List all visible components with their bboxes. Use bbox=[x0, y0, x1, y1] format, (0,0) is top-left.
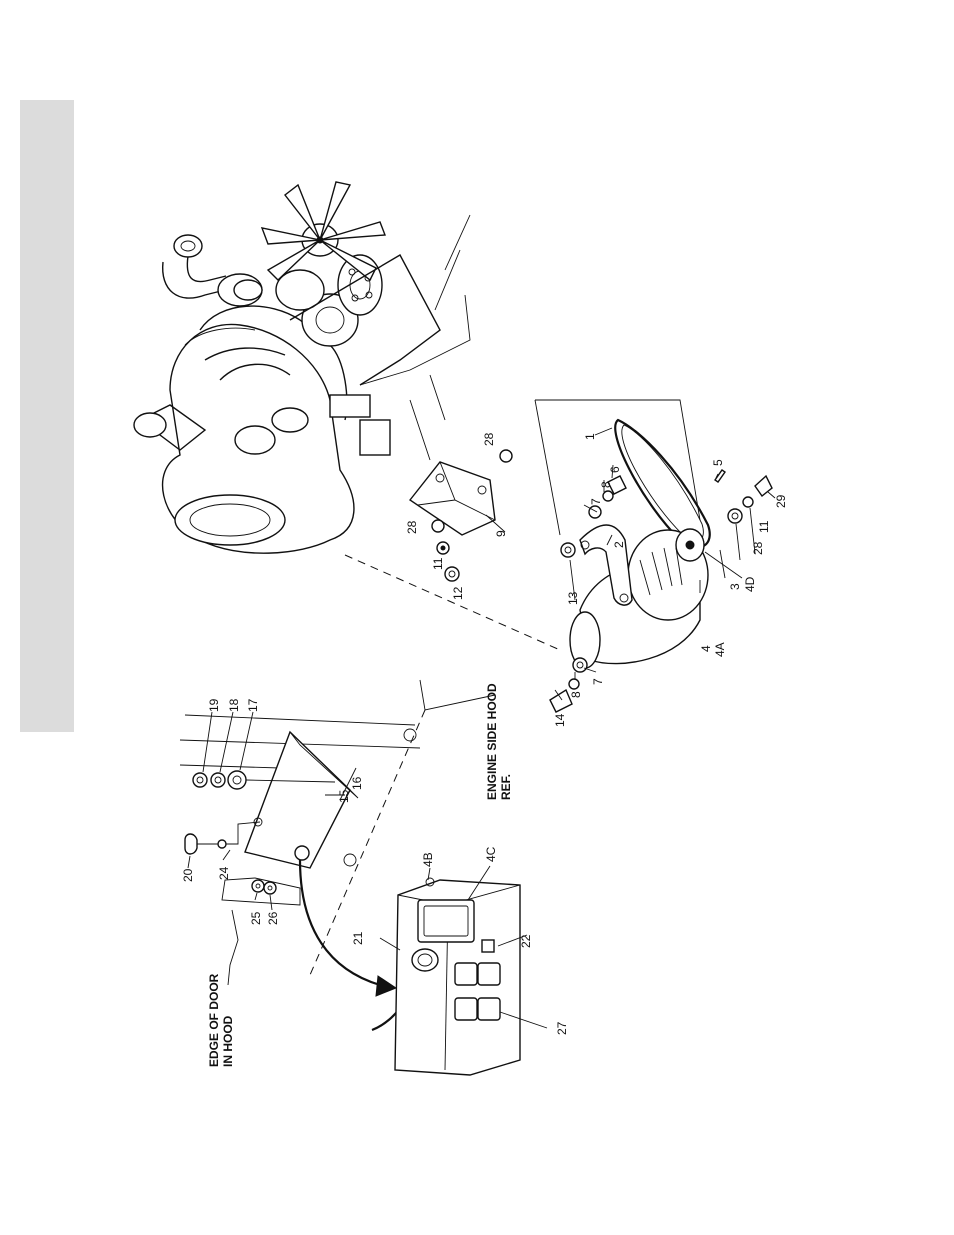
callout-11a: 11 bbox=[431, 557, 445, 570]
callout-22: 22 bbox=[519, 934, 533, 948]
callout-18: 18 bbox=[227, 698, 241, 712]
callout-4b: 4B bbox=[421, 852, 435, 867]
note-edge-door-line2: IN HOOD bbox=[221, 1015, 235, 1067]
callout-13: 13 bbox=[566, 591, 580, 605]
callout-4d: 4D bbox=[743, 576, 757, 592]
callout-21: 21 bbox=[351, 931, 365, 945]
callout-19: 19 bbox=[207, 698, 221, 712]
callout-25: 25 bbox=[249, 911, 263, 925]
note-edge-door-line1: EDGE OF DOOR bbox=[207, 973, 221, 1067]
callout-5: 5 bbox=[711, 459, 725, 466]
callout-7b: 7 bbox=[591, 678, 605, 685]
mounting-bracket-9 bbox=[410, 462, 495, 535]
note-engine-side-line1: ENGINE SIDE HOOD bbox=[485, 683, 499, 800]
callout-4c: 4C bbox=[484, 846, 498, 862]
callout-3: 3 bbox=[728, 583, 742, 590]
callout-14: 14 bbox=[553, 713, 567, 727]
belt-1 bbox=[615, 420, 710, 547]
callout-4a: 4A bbox=[713, 642, 727, 657]
callout-7a: 7 bbox=[589, 498, 603, 505]
callout-27: 27 bbox=[555, 1021, 569, 1035]
callout-6: 6 bbox=[608, 466, 622, 473]
callout-28b: 28 bbox=[405, 520, 419, 534]
callout-28a: 28 bbox=[482, 432, 496, 446]
callout-28c: 28 bbox=[751, 541, 765, 555]
callout-26: 26 bbox=[266, 911, 280, 925]
callout-17: 17 bbox=[246, 698, 260, 712]
callout-8a: 8 bbox=[599, 481, 613, 488]
callout-15: 15 bbox=[337, 789, 351, 803]
control-box-21 bbox=[395, 878, 520, 1075]
note-engine-side-line2: REF. bbox=[499, 774, 513, 800]
callout-8b: 8 bbox=[569, 691, 583, 698]
callout-29: 29 bbox=[774, 494, 788, 508]
note-edge-of-door: EDGE OF DOOR IN HOOD bbox=[207, 910, 238, 1067]
callout-4: 4 bbox=[699, 645, 713, 652]
callout-16: 16 bbox=[350, 776, 364, 790]
callout-20: 20 bbox=[181, 868, 195, 882]
callout-1: 1 bbox=[583, 433, 597, 440]
callout-24: 24 bbox=[217, 866, 231, 880]
callout-11b: 11 bbox=[757, 520, 771, 533]
note-engine-side-hood: ENGINE SIDE HOOD REF. bbox=[485, 683, 513, 800]
callout-2: 2 bbox=[612, 541, 626, 548]
callout-12: 12 bbox=[451, 586, 465, 600]
callout-9: 9 bbox=[494, 530, 508, 537]
